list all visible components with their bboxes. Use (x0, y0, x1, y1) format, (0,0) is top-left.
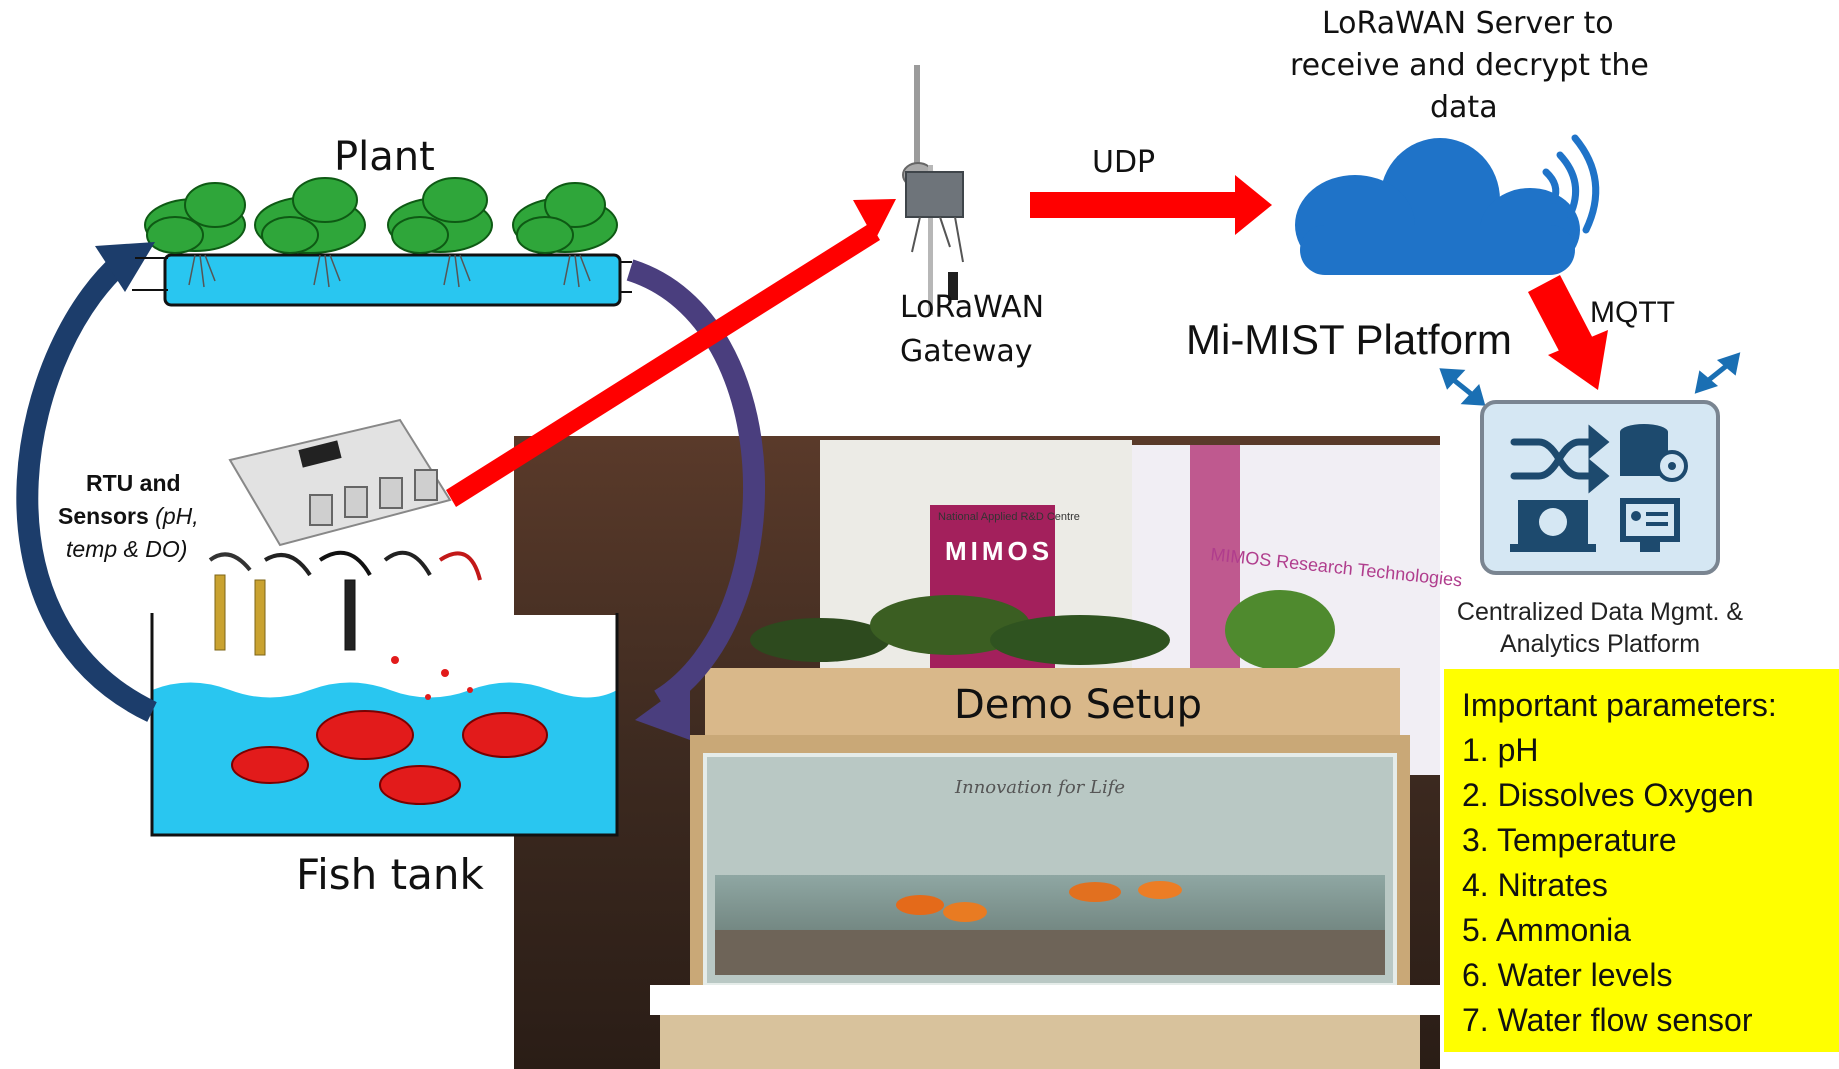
server-label-line2: receive and decrypt the (1290, 48, 1649, 83)
parameter-item: 6. Water levels (1462, 957, 1673, 993)
resize-arrow-icons (1439, 352, 1741, 406)
demo-photo (514, 436, 1440, 1069)
plant-leaves (144, 177, 618, 254)
parameters-box: Important parameters: 1. pH 2. Dissolves… (1444, 669, 1839, 1052)
database-target-icon (1620, 424, 1688, 482)
mqtt-label: MQTT (1590, 296, 1675, 329)
shuffle-icon (1510, 424, 1610, 494)
parameter-item: 2. Dissolves Oxygen (1462, 777, 1754, 813)
rtu-label-line3: temp & DO) (66, 536, 188, 562)
server-label-line3: data (1430, 90, 1498, 125)
loop-arrow-right-head (635, 680, 690, 740)
server-label-line1: LoRaWAN Server to (1322, 6, 1614, 41)
loop-arrow-right (626, 259, 766, 710)
gateway-device (902, 65, 964, 315)
rtu-board (228, 418, 452, 547)
plant-label: Plant (334, 134, 435, 180)
arrow-mqtt (1528, 275, 1608, 390)
goldfish (231, 710, 548, 805)
fish-tank-label: Fish tank (296, 850, 484, 899)
rtu-label-ph: (pH, (155, 503, 199, 529)
analytics-caption: Centralized Data Mgmt. & Analytics Platf… (1432, 596, 1768, 660)
analytics-caption-line2: Analytics Platform (1499, 630, 1701, 658)
rtu-label-line2: Sensors (pH, (58, 503, 199, 530)
loop-arrow-left (16, 246, 157, 722)
arrow-rtu-to-gateway (446, 199, 896, 507)
plant-grow-bed (144, 177, 622, 307)
wireless-signal-icon (1542, 134, 1600, 234)
platform-label: Mi-MIST Platform (1186, 316, 1512, 363)
cloud-icon (1295, 138, 1580, 275)
sensor-probes (208, 550, 482, 656)
parameters-heading: Important parameters: (1462, 687, 1777, 723)
rtu-label-line1: RTU and (86, 470, 181, 496)
gateway-label-line1: LoRaWAN (900, 290, 1045, 325)
loop-arrow-left-head (95, 242, 155, 292)
rtu-label-sensors: Sensors (58, 503, 149, 529)
photo-banner-brand: MIMOS (945, 536, 1053, 566)
gateway-label-line2: Gateway (900, 334, 1033, 369)
laptop-globe-icon (1510, 500, 1596, 552)
parameter-item: 4. Nitrates (1462, 867, 1608, 903)
photo-tank-sticker: Innovation for Life (954, 777, 1125, 798)
fish-tank (150, 613, 619, 837)
parameter-item: 5. Ammonia (1462, 912, 1631, 948)
platform-icons (1510, 424, 1688, 552)
parameter-item: 7. Water flow sensor (1462, 1002, 1753, 1038)
report-monitor-icon (1620, 498, 1680, 552)
udp-label: UDP (1092, 145, 1156, 180)
arrow-udp (1030, 175, 1272, 235)
analytics-caption-line1: Centralized Data Mgmt. & (1456, 598, 1744, 626)
analytics-platform-box (1480, 400, 1720, 575)
parameter-item: 1. pH (1462, 732, 1539, 768)
demo-setup-label: Demo Setup (954, 682, 1202, 728)
photo-banner-small: National Applied R&D Centre (938, 511, 1080, 523)
parameter-item: 3. Temperature (1462, 822, 1677, 858)
